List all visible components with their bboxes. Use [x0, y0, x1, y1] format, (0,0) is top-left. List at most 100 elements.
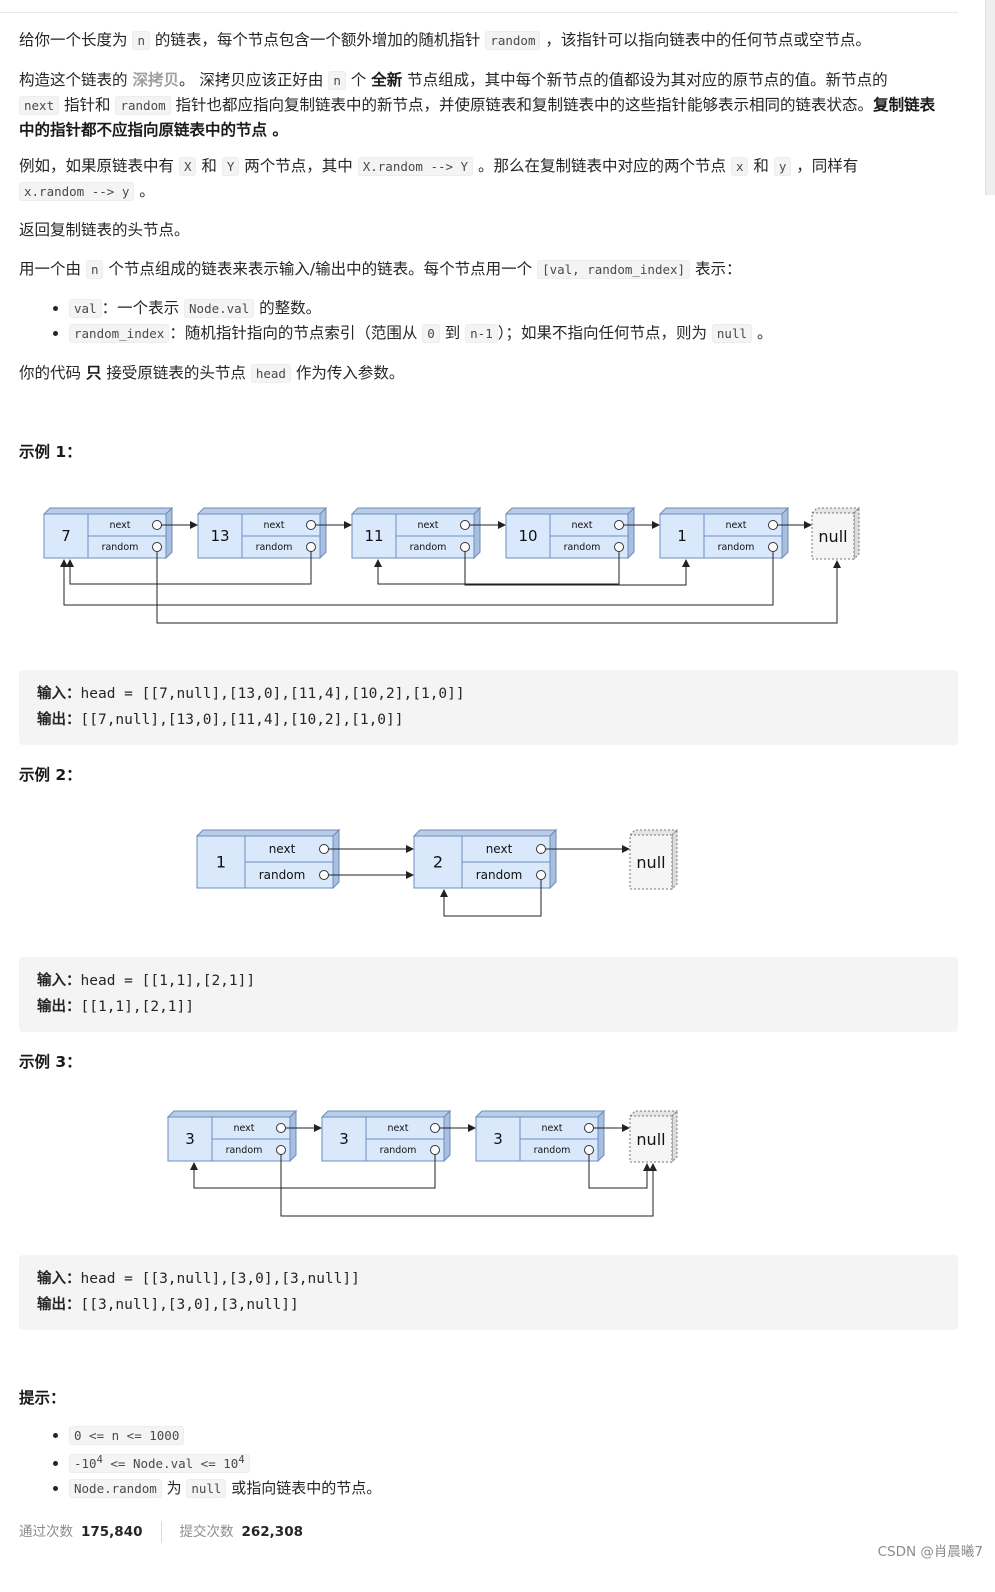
paragraph-2: 构造这个链表的 深拷贝。 深拷贝应该正好由 n 个 全新 节点组成，其中每个新节… — [19, 71, 936, 139]
node-value: 1 — [677, 527, 687, 545]
node-value: 2 — [433, 852, 443, 871]
next-port — [768, 520, 778, 530]
next-port — [614, 520, 624, 530]
next-port — [536, 844, 546, 854]
random-port — [584, 1145, 594, 1155]
random-arrow — [280, 1154, 657, 1217]
list-node: 3 next random — [166, 1109, 298, 1163]
random-port — [614, 542, 624, 552]
next-label: next — [233, 1123, 254, 1134]
random-port — [460, 542, 470, 552]
passed-label: 通过次数 — [19, 1524, 73, 1540]
list-item: 0 <= n <= 1000 — [69, 1423, 381, 1448]
node-value: 3 — [339, 1130, 349, 1148]
next-port — [152, 520, 162, 530]
list-item: val：一个表示 Node.val 的整数。 — [69, 296, 772, 321]
list-node: 1 next random — [195, 828, 341, 890]
example-1-diagram: 7nextrandom13nextrandom11nextrandom10nex… — [42, 506, 861, 624]
random-arrow — [66, 551, 312, 585]
random-label: random — [410, 542, 447, 553]
random-label: random — [476, 868, 523, 882]
example-1-title: 示例 1： — [19, 443, 82, 461]
random-arrow — [588, 1154, 651, 1189]
next-label: next — [387, 1123, 408, 1134]
example-1-output: [[7,null],[13,0],[11,4],[10,2],[1,0]] — [80, 712, 404, 728]
random-label: random — [718, 542, 755, 553]
null-node: null — [628, 828, 679, 891]
random-port — [430, 1145, 440, 1155]
random-label: random — [380, 1145, 417, 1156]
scrollbar[interactable] — [985, 0, 995, 195]
random-label: random — [534, 1145, 571, 1156]
next-port — [430, 1123, 440, 1133]
hints-list: 0 <= n <= 1000 -104 <= Node.val <= 104 N… — [19, 1423, 381, 1501]
list-node: 10 next random — [504, 506, 636, 560]
node-value: 11 — [364, 527, 383, 545]
example-3-title: 示例 3： — [19, 1053, 82, 1071]
next-port — [460, 520, 470, 530]
submitted-count: 262,308 — [241, 1524, 304, 1540]
hints-title: 提示： — [19, 1389, 66, 1407]
paragraph-4: 返回复制链表的头节点。 — [19, 221, 190, 239]
next-port — [276, 1123, 286, 1133]
next-label: next — [486, 842, 513, 856]
paragraph-6: 你的代码 只 接受原链表的头节点 head 作为传入参数。 — [19, 364, 405, 383]
deep-copy-term: 深拷贝 — [132, 71, 179, 89]
random-arrow — [60, 551, 774, 606]
list-node: 2 next random — [412, 828, 558, 890]
list-item: -104 <= Node.val <= 104 — [69, 1448, 381, 1476]
watermark: CSDN @肖晨曦7 — [877, 1544, 983, 1560]
paragraph-5: 用一个由 n 个节点组成的链表来表示输入/输出中的链表。每个节点用一个 [val… — [19, 260, 742, 279]
next-label: next — [269, 842, 296, 856]
null-label: null — [818, 527, 847, 546]
submitted-label: 提交次数 — [179, 1524, 234, 1540]
random-port — [306, 542, 316, 552]
example-2-diagram: 1 next random 2 next random null — [195, 828, 679, 917]
random-label: random — [259, 868, 306, 882]
example-2-title: 示例 2： — [19, 766, 82, 784]
next-label: next — [263, 520, 284, 531]
top-divider — [0, 12, 958, 13]
example-2-output: [[1,1],[2,1]] — [80, 999, 195, 1015]
random-label: random — [226, 1145, 263, 1156]
paragraph-3: 例如，如果原链表中有 X 和 Y 两个节点，其中 X.random --> Y … — [19, 157, 859, 201]
random-label: random — [564, 542, 601, 553]
random-label: random — [102, 542, 139, 553]
random-arrow — [464, 551, 690, 586]
next-label: next — [571, 520, 592, 531]
random-port — [768, 542, 778, 552]
next-label: next — [109, 520, 130, 531]
example-1-input: head = [[7,null],[13,0],[11,4],[10,2],[1… — [80, 686, 465, 702]
null-node: null — [810, 506, 861, 561]
random-label: random — [256, 542, 293, 553]
stats-divider — [160, 1521, 162, 1543]
code-n: n — [132, 31, 150, 50]
next-port — [584, 1123, 594, 1133]
submission-stats: 通过次数 175,840 提交次数 262,308 — [19, 1520, 321, 1543]
node-value: 10 — [518, 527, 537, 545]
list-node: 11 next random — [350, 506, 482, 560]
next-label: next — [417, 520, 438, 531]
example-2-io: 输入：head = [[1,1],[2,1]] 输出：[[1,1],[2,1]] — [19, 957, 958, 1032]
next-port — [319, 844, 329, 854]
list-item: random_index：随机指针指向的节点索引（范围从 0 到 n-1）；如果… — [69, 321, 772, 346]
node-value: 1 — [216, 852, 226, 871]
random-arrow — [374, 551, 620, 585]
random-arrow — [156, 551, 841, 624]
next-port — [306, 520, 316, 530]
random-port — [319, 870, 329, 880]
node-value: 7 — [61, 527, 71, 545]
node-value: 13 — [210, 527, 229, 545]
paragraph-1: 给你一个长度为 n 的链表，每个节点包含一个额外增加的随机指针 random ，… — [19, 31, 871, 50]
null-label: null — [636, 853, 665, 872]
node-value: 3 — [185, 1130, 195, 1148]
passed-count: 175,840 — [81, 1524, 143, 1540]
random-arrow — [440, 879, 542, 917]
null-label: null — [636, 1130, 665, 1149]
list-item: Node.random 为 null 或指向链表中的节点。 — [69, 1476, 381, 1501]
null-node: null — [628, 1109, 679, 1164]
list-node: 7 next random — [42, 506, 174, 560]
